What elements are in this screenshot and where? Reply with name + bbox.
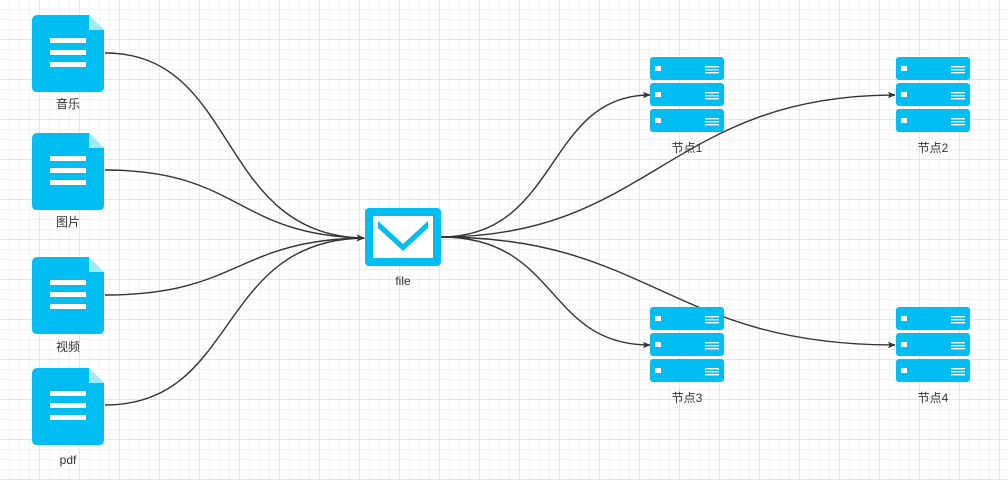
connector-file-to-node3[interactable] — [440, 236, 651, 349]
mail-icon — [365, 208, 441, 266]
document-icon — [32, 257, 104, 334]
source-label-image: 图片 — [56, 215, 80, 229]
server-icon — [650, 307, 724, 382]
source-label-pdf: pdf — [60, 453, 77, 467]
server-icon — [896, 307, 970, 382]
target-label-node1: 节点1 — [672, 141, 703, 155]
connector-pdf-to-file[interactable] — [104, 234, 365, 406]
connector-file-to-node1[interactable] — [440, 91, 651, 238]
source-image[interactable] — [32, 133, 104, 210]
source-video[interactable] — [32, 257, 104, 334]
document-icon — [32, 133, 104, 210]
source-label-video: 视频 — [56, 339, 80, 354]
target-node4[interactable] — [896, 307, 970, 382]
document-icon — [32, 15, 104, 92]
source-label-music: 音乐 — [56, 96, 80, 111]
target-node1[interactable] — [650, 57, 724, 132]
connector-music-to-file[interactable] — [104, 52, 365, 242]
server-icon — [650, 57, 724, 132]
connector-image-to-file[interactable] — [104, 169, 365, 242]
connectors — [104, 52, 896, 406]
target-label-node4: 节点4 — [918, 391, 949, 405]
target-label-node3: 节点3 — [672, 391, 703, 405]
source-pdf[interactable] — [32, 368, 104, 445]
source-music[interactable] — [32, 15, 104, 92]
target-node2[interactable] — [896, 57, 970, 132]
target-node3[interactable] — [650, 307, 724, 382]
hub-label-file: file — [395, 274, 411, 288]
connector-file-to-node4[interactable] — [440, 236, 896, 349]
target-label-node2: 节点2 — [918, 141, 949, 155]
connector-file-to-node2[interactable] — [440, 91, 896, 238]
connector-video-to-file[interactable] — [104, 234, 365, 296]
hub-file[interactable] — [365, 208, 441, 266]
server-icon — [896, 57, 970, 132]
document-icon — [32, 368, 104, 445]
